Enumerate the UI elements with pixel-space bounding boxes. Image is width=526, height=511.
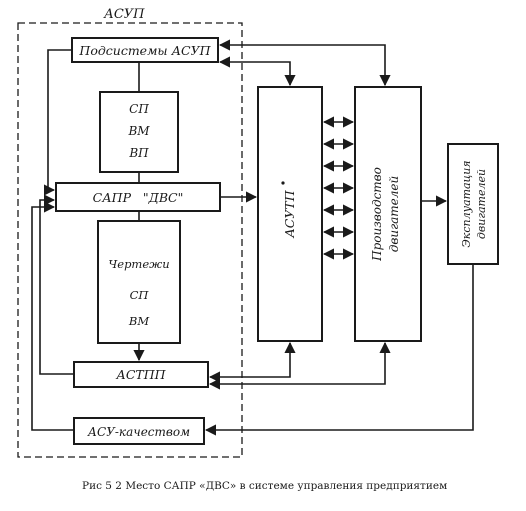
arrow-astpp-to-sapr-loop [39,194,74,375]
arrow-astpp-production [208,341,391,390]
asutp-production-bus [322,116,355,260]
operation-label-2: двигателей [475,169,488,239]
asutp-label: АСУТП [282,189,297,238]
asup-group-boundary [17,22,243,458]
arrow-production-subsystems [218,39,391,87]
arrow-operation-to-quality [204,264,474,436]
asu-quality-box [73,417,205,445]
sapr-dvs-box [55,182,221,212]
production-label-2: двигателей [387,176,401,253]
arrow-quality-to-sapr-loop [31,201,74,431]
operation-label-1: Эксплуатация [460,160,473,247]
arrow-subsystems-to-sapr-loop [43,49,72,196]
vp-top-label: ВП [128,146,149,160]
arrow-asutp-subsystems [218,56,296,87]
asup-subsystems-label: Подсистемы АСУП [78,43,211,58]
scan-speck [281,181,285,185]
sapr-dvs-label: САПР "ДВС" [93,190,184,205]
astpp-label: АСТПП [115,367,166,382]
sp-top-label: СП [129,102,149,116]
sp-vm-vp-box [99,91,179,173]
asup-subsystems-box [71,37,219,63]
figure-caption: Рис 5 2 Место САПР «ДВС» в системе управ… [82,480,447,492]
arrow-astpp-asutp [208,341,296,383]
production-box [354,86,422,342]
asu-quality-label: АСУ-качеством [87,425,190,439]
vm-top-label: ВМ [127,124,150,138]
sp-mid-label: СП [130,288,150,302]
operation-box [447,143,499,265]
production-label-1: Производство [370,167,384,262]
drawings-box [97,220,181,344]
drawings-label: Чертежи [108,257,169,271]
asup-group-label: АСУП [103,7,145,22]
asutp-box [257,86,323,342]
vm-mid-label: ВМ [128,314,150,328]
